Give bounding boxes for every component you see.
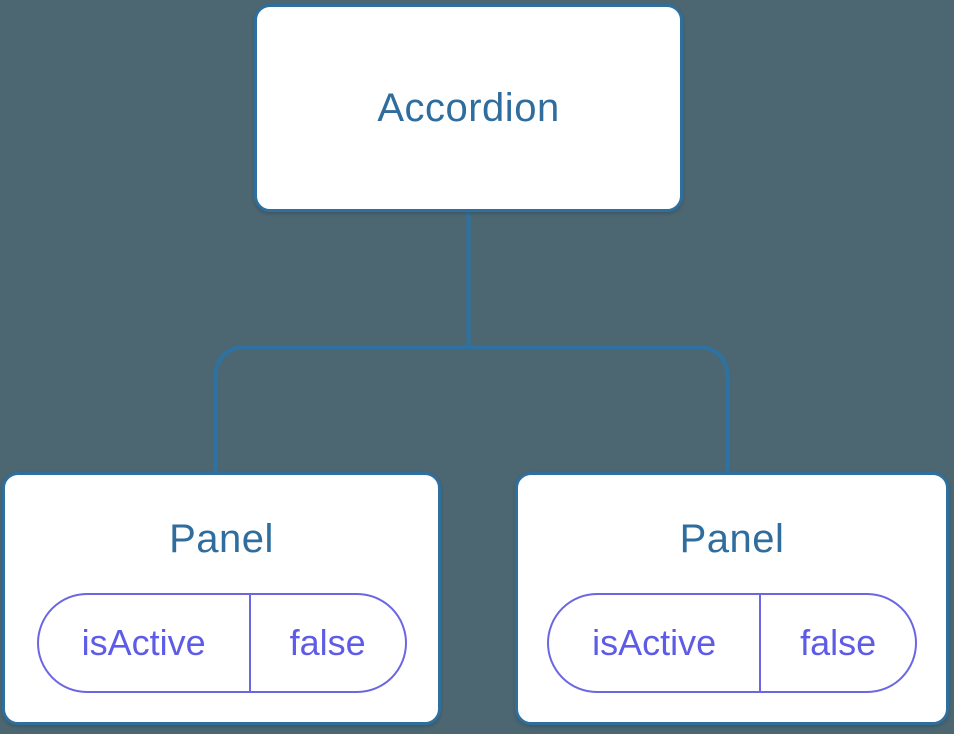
state-pill: isActive false (36, 593, 407, 693)
state-pill: isActive false (547, 593, 917, 693)
connector-branch (213, 345, 730, 473)
state-value: false (289, 622, 366, 663)
panel-node-left: Panel isActive false (2, 472, 441, 725)
state-value: false (800, 622, 877, 663)
accordion-node: Accordion (254, 4, 683, 212)
state-key: isActive (549, 595, 762, 691)
panel-node-label: Panel (679, 517, 785, 561)
accordion-node-label: Accordion (377, 85, 560, 130)
panel-node-label: Panel (169, 517, 274, 561)
panel-node-right: Panel isActive false (515, 472, 949, 725)
state-key: isActive (39, 595, 251, 691)
